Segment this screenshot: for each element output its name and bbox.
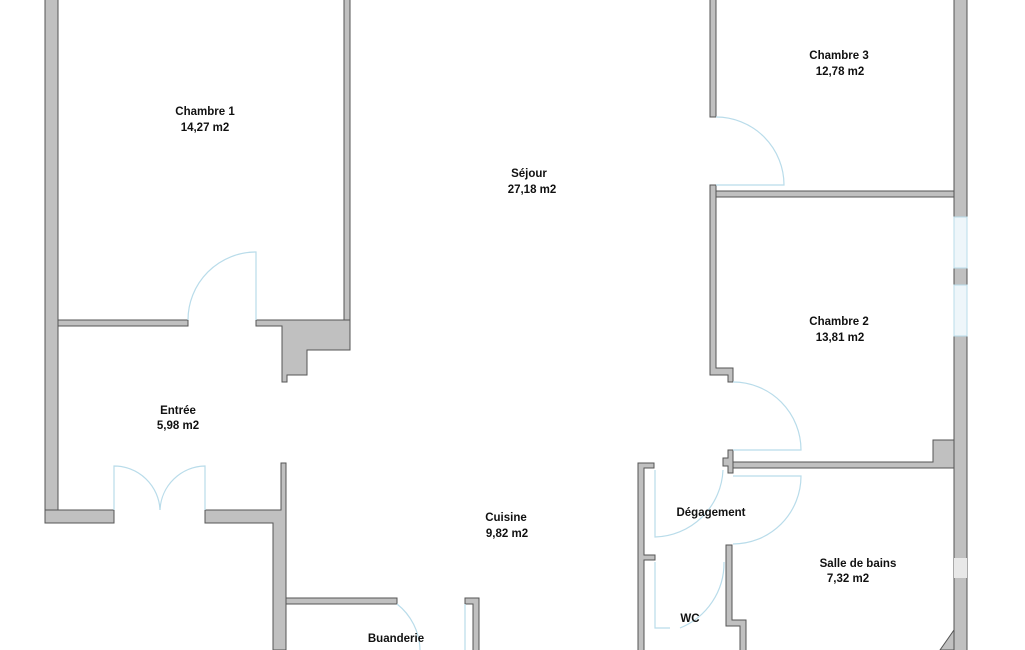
walls xyxy=(44,0,968,650)
wall-chambre3-chambre2 xyxy=(715,190,955,198)
room-area-chambre3: 12,78 m2 xyxy=(816,66,865,78)
window-chambre2-1 xyxy=(953,216,968,269)
room-name-buanderie: Buanderie xyxy=(368,633,424,645)
room-name-chambre2: Chambre 2 xyxy=(809,316,868,328)
wall-t-junction xyxy=(722,449,734,474)
room-name-salle-de-bains: Salle de bains xyxy=(820,558,897,570)
wall-bath-corner xyxy=(939,628,955,650)
wall-chambre2-bath xyxy=(732,439,955,469)
door-wc xyxy=(654,561,725,629)
door-chambre1 xyxy=(187,251,257,321)
room-name-degagement: Dégagement xyxy=(676,507,745,519)
wall-entree-bottom-right xyxy=(204,462,287,650)
wall-degagement-left xyxy=(637,462,656,650)
room-name-sejour: Séjour xyxy=(511,168,547,180)
wall-buanderie-right xyxy=(464,597,480,650)
wall-chambre2-left xyxy=(709,184,734,383)
door-degagement xyxy=(654,469,724,538)
room-labels: Chambre 1 14,27 m2 Séjour 27,18 m2 Chamb… xyxy=(157,50,896,645)
wall-chambre1-right xyxy=(343,0,351,321)
door-entrance-right xyxy=(159,465,206,511)
room-name-entree: Entrée xyxy=(160,405,196,417)
doors xyxy=(113,116,802,650)
door-buanderie xyxy=(396,603,466,650)
wall-left-outer xyxy=(44,0,59,524)
room-name-wc: WC xyxy=(680,613,699,625)
door-bath xyxy=(732,475,802,545)
wall-chambre3-left xyxy=(709,0,717,118)
room-name-cuisine: Cuisine xyxy=(485,512,527,524)
room-area-chambre1: 14,27 m2 xyxy=(181,122,230,134)
wall-chambre1-bottom-left xyxy=(57,319,189,327)
wall-bath-left xyxy=(725,544,747,650)
door-chambre2 xyxy=(732,381,802,451)
door-entrance-left xyxy=(113,465,161,511)
room-area-chambre2: 13,81 m2 xyxy=(816,332,865,344)
wall-entree-bottom-left xyxy=(44,509,115,524)
room-area-salle-de-bains: 7,32 m2 xyxy=(827,573,869,585)
room-name-chambre1: Chambre 1 xyxy=(175,106,235,118)
windows xyxy=(953,216,968,578)
window-chambre2-2 xyxy=(953,284,968,337)
wall-buanderie-top xyxy=(285,597,398,605)
wall-pillar-block xyxy=(255,319,351,383)
door-chambre3 xyxy=(715,116,785,186)
room-area-entree: 5,98 m2 xyxy=(157,420,199,432)
room-name-chambre3: Chambre 3 xyxy=(809,50,868,62)
room-area-cuisine: 9,82 m2 xyxy=(486,528,528,540)
room-area-sejour: 27,18 m2 xyxy=(508,184,557,196)
window-bath xyxy=(954,558,967,578)
